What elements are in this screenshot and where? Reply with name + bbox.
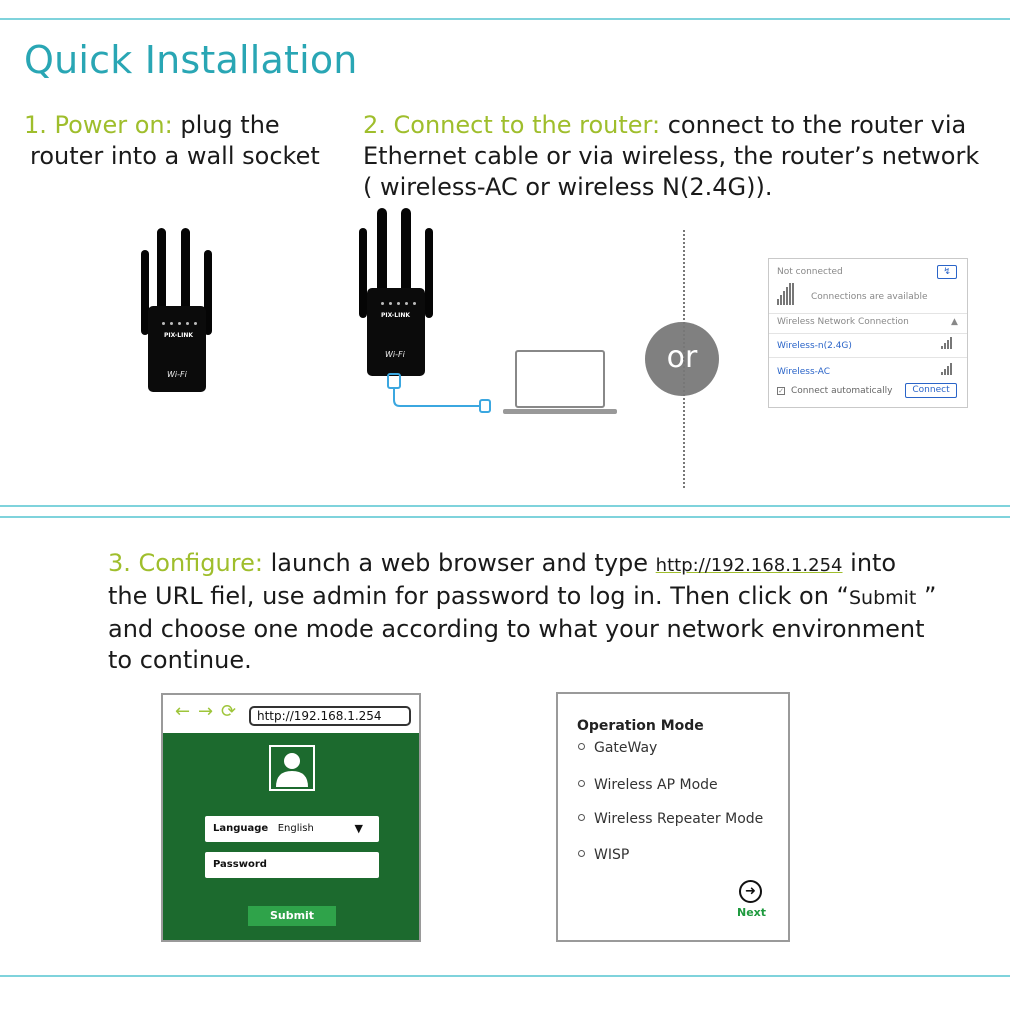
browser-toolbar: ← → ⟳ http://192.168.1.254 xyxy=(163,695,419,733)
antenna xyxy=(359,228,367,318)
language-select[interactable]: Language English ▼ xyxy=(205,816,379,842)
radio-icon[interactable] xyxy=(578,742,585,750)
next-arrow-icon[interactable]: ➜ xyxy=(739,880,762,903)
password-label: Password xyxy=(213,859,267,870)
submit-button[interactable]: Submit xyxy=(248,906,336,926)
wifi-logo: Wi-Fi xyxy=(167,370,187,379)
antenna xyxy=(204,250,212,335)
mid-rule-2 xyxy=(0,516,1010,518)
step1-lead: 1. Power on: xyxy=(24,111,173,139)
step3-submit-word: Submit xyxy=(848,587,917,609)
step3-line1: launch a web browser and type xyxy=(262,549,656,577)
back-icon[interactable]: ← xyxy=(175,701,191,722)
step3-text: 3. Configure: launch a web browser and t… xyxy=(108,548,936,676)
browser-login-mockup: ← → ⟳ http://192.168.1.254 Language Engl… xyxy=(161,693,421,942)
router-image-2: PIX-LINK Wi-Fi xyxy=(355,208,445,383)
router-brand: PIX-LINK xyxy=(164,332,193,339)
language-label: Language xyxy=(213,823,269,834)
signal-icon xyxy=(941,337,952,349)
password-field[interactable]: Password xyxy=(205,852,379,878)
step3-line4: to continue. xyxy=(108,646,252,674)
available-label: Connections are available xyxy=(811,292,928,302)
step2-line3: ( wireless-AC or wireless N(2.4G)). xyxy=(363,173,773,201)
next-button-label[interactable]: Next xyxy=(737,906,767,919)
forward-icon[interactable]: → xyxy=(198,701,214,722)
signal-icon xyxy=(777,283,794,305)
section-header: Wireless Network Connection xyxy=(777,317,909,327)
step2-text: 2. Connect to the router: connect to the… xyxy=(363,110,979,203)
step1-line1: plug the xyxy=(172,111,280,139)
step2-line1: connect to the router via xyxy=(660,111,967,139)
mode-option-label: Wireless AP Mode xyxy=(594,777,718,793)
operation-mode-panel: Operation Mode GateWay Wireless AP Mode … xyxy=(556,692,790,942)
url-bar[interactable]: http://192.168.1.254 xyxy=(249,706,411,726)
collapse-icon[interactable]: ▲ xyxy=(951,317,958,327)
wifi-logo: Wi-Fi xyxy=(385,350,405,359)
antenna xyxy=(141,250,149,335)
step3-line3: and choose one mode according to what yo… xyxy=(108,615,925,643)
laptop-icon xyxy=(503,350,621,420)
refresh-icon[interactable]: ↯ xyxy=(937,265,957,279)
network-item-n24[interactable]: Wireless-n(2.4G) xyxy=(777,341,852,351)
refresh-icon[interactable]: ⟳ xyxy=(221,701,237,722)
mode-option-gateway[interactable]: GateWay xyxy=(578,740,657,756)
mode-option-repeater[interactable]: Wireless Repeater Mode xyxy=(578,811,763,827)
step1-text: 1. Power on: plug the router into a wall… xyxy=(24,110,320,172)
language-value: English xyxy=(277,823,314,834)
router-body: PIX-LINK Wi-Fi xyxy=(367,288,425,376)
antenna xyxy=(401,208,411,308)
connect-button[interactable]: Connect xyxy=(905,383,957,398)
or-badge: or xyxy=(645,322,719,396)
mode-option-label: GateWay xyxy=(594,740,658,756)
radio-icon[interactable] xyxy=(578,813,585,821)
radio-icon[interactable] xyxy=(578,849,585,857)
network-item-ac[interactable]: Wireless-AC xyxy=(777,367,830,377)
top-rule xyxy=(0,18,1010,20)
signal-icon xyxy=(941,363,952,375)
ethernet-cable-icon xyxy=(387,373,491,413)
operation-mode-title: Operation Mode xyxy=(577,718,704,734)
step3-line2: the URL fiel, use admin for password to … xyxy=(108,582,849,610)
mode-option-ap[interactable]: Wireless AP Mode xyxy=(578,777,718,793)
login-page: Language English ▼ Password Submit xyxy=(163,733,419,940)
user-avatar-icon xyxy=(269,745,315,791)
mode-option-wisp[interactable]: WISP xyxy=(578,847,629,863)
page-title: Quick Installation xyxy=(24,38,358,82)
or-badge-cover xyxy=(645,322,719,396)
mode-option-label: Wireless Repeater Mode xyxy=(594,811,764,827)
antenna xyxy=(377,208,387,308)
step2-lead: 2. Connect to the router: xyxy=(363,111,661,139)
step1-line2: router into a wall socket xyxy=(30,142,320,170)
step3-line2-end: ” xyxy=(916,582,937,610)
bottom-rule xyxy=(0,975,1010,977)
mid-rule-1 xyxy=(0,505,1010,507)
step3-lead: 3. Configure: xyxy=(108,549,263,577)
antenna xyxy=(425,228,433,318)
radio-icon[interactable] xyxy=(578,779,585,787)
antenna xyxy=(181,228,190,328)
step3-url: http://192.168.1.254 xyxy=(655,555,843,576)
router-body: PIX-LINK Wi-Fi xyxy=(148,306,206,392)
antenna xyxy=(157,228,166,328)
step2-line2: Ethernet cable or via wireless, the rout… xyxy=(363,142,980,170)
router-brand: PIX-LINK xyxy=(381,312,410,319)
mode-option-label: WISP xyxy=(594,847,630,863)
auto-connect-label: Connect automatically xyxy=(791,386,893,396)
wireless-connection-panel: Not connected ↯ Connections are availabl… xyxy=(768,258,968,408)
not-connected-label: Not connected xyxy=(777,267,843,277)
step3-line1-end: into xyxy=(842,549,897,577)
auto-connect-checkbox[interactable]: ✓ xyxy=(777,387,785,395)
chevron-down-icon: ▼ xyxy=(354,822,363,835)
divider xyxy=(683,230,685,488)
router-image-1: PIX-LINK Wi-Fi xyxy=(130,228,220,398)
